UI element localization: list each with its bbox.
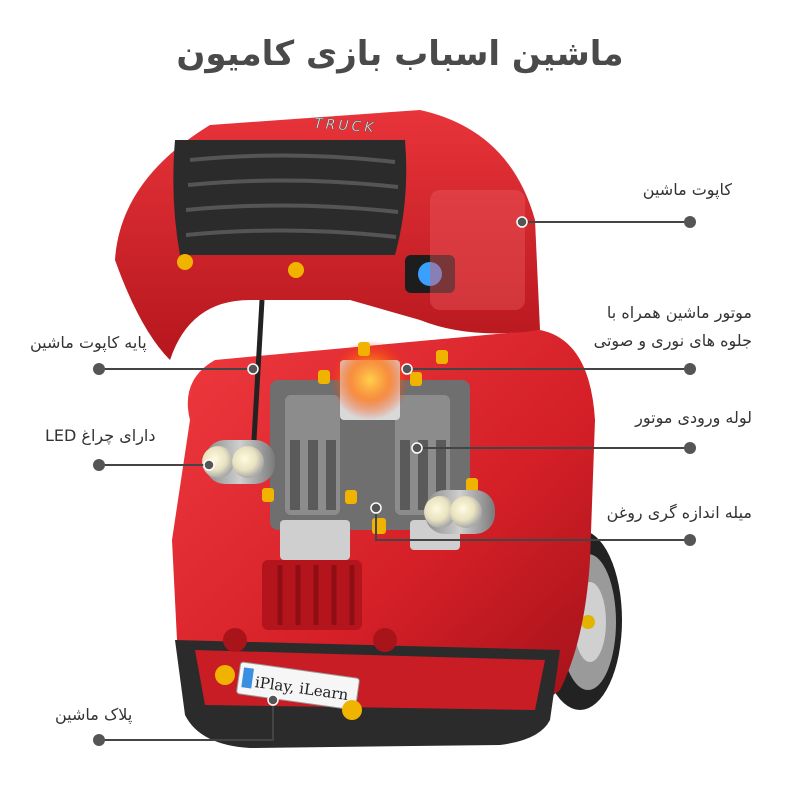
callout-lines <box>99 221 690 741</box>
led-headlights-right <box>424 490 495 534</box>
callout-label-engine-line1: موتور ماشین همراه با <box>606 303 752 322</box>
callout-label-intake: لوله ورودی موتور <box>635 408 752 427</box>
license-plate: iPlay, iLearn <box>215 661 362 720</box>
page-title: ماشین اسباب بازی کامیون <box>176 34 624 74</box>
callout-label-engine-line2: جلوه های نوری و صوتی <box>593 331 752 350</box>
callout-label-hood: کاپوت ماشین <box>642 180 732 199</box>
hood-truck-text: TRUCK <box>314 116 377 136</box>
callout-dots <box>203 216 528 706</box>
callout-label-plate: پلاک ماشین <box>55 705 133 724</box>
callout-label-dipstick: میله اندازه گری روغن <box>606 503 752 522</box>
callout-label-led: دارای چراغ LED <box>45 426 156 445</box>
engine <box>262 340 478 560</box>
callout-label-hood-stand: پایه کاپوت ماشین <box>30 333 147 352</box>
hood: TRUCK <box>115 110 540 360</box>
